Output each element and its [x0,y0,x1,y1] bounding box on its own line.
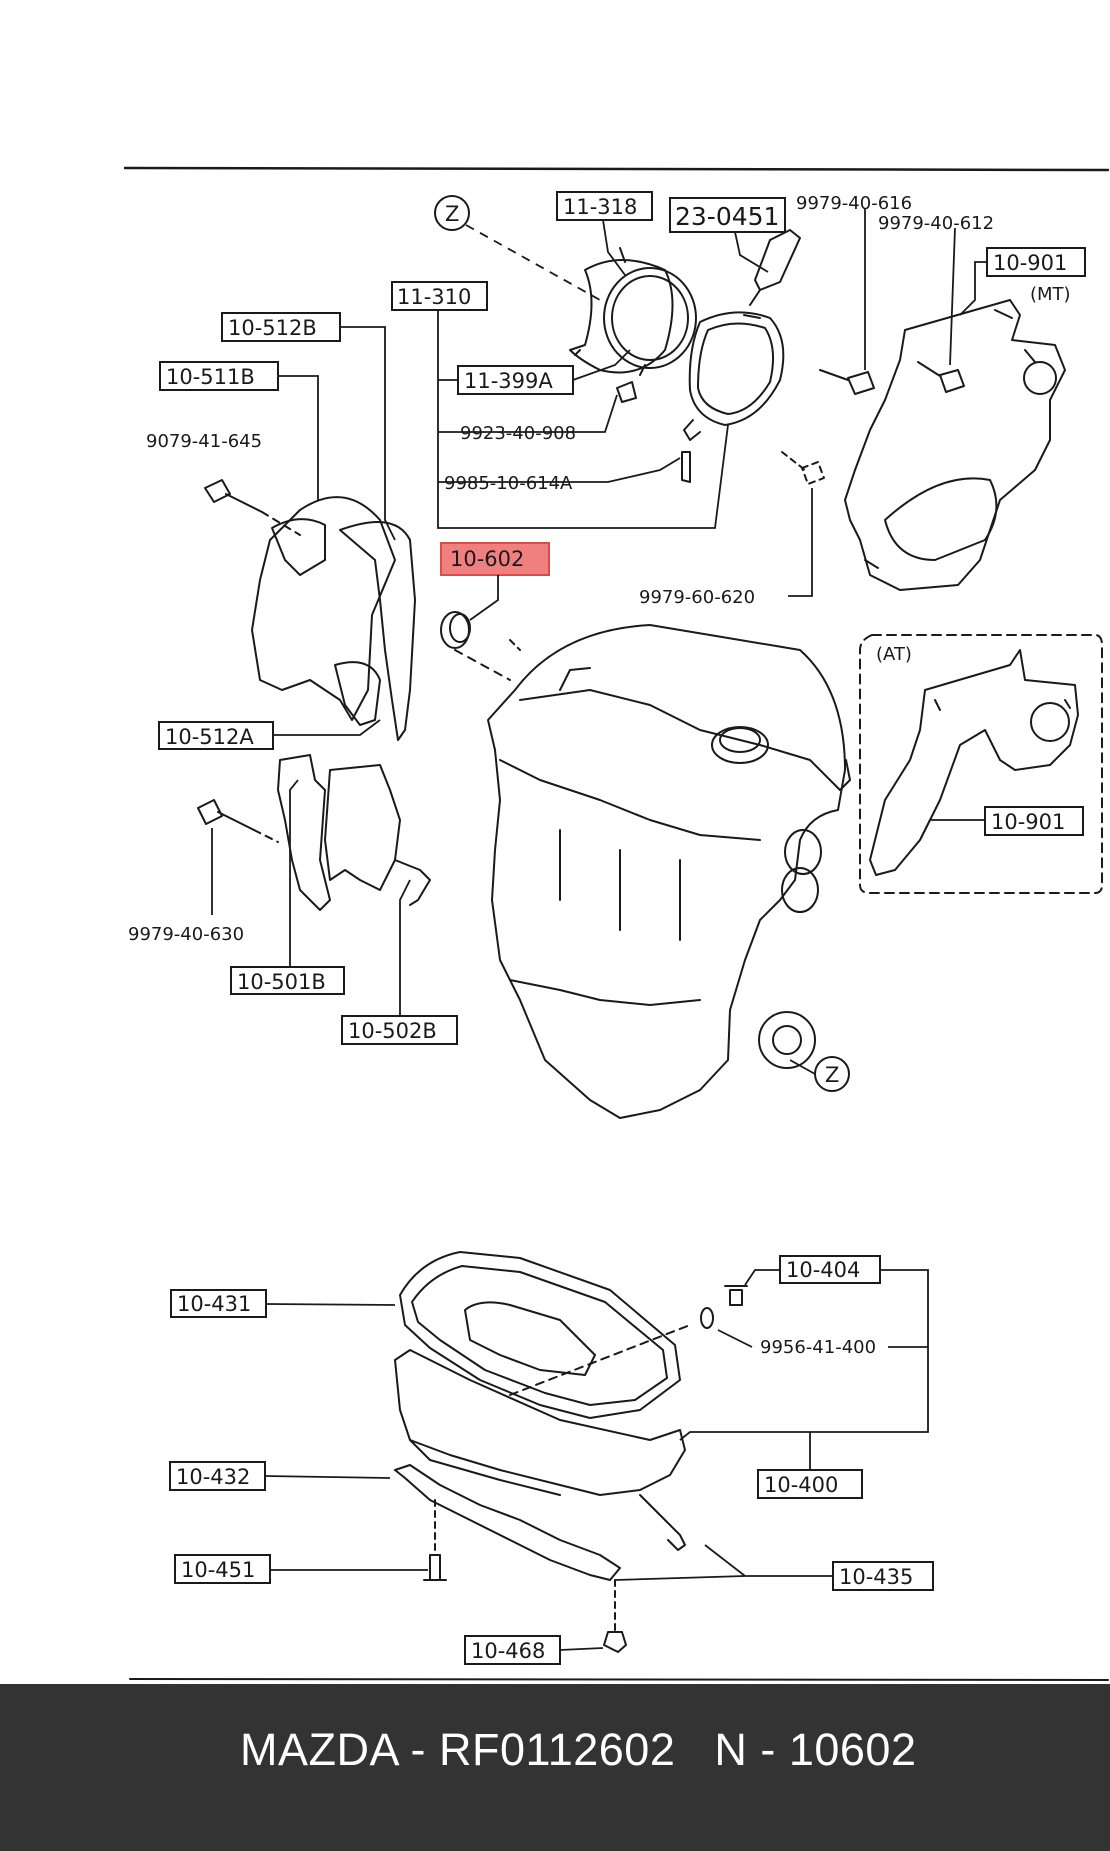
label-10-512a: 10-512A [165,725,254,749]
footer-bar: MAZDA - RF0112602 N - 10602 [0,1684,1110,1851]
label-z-top: Z [445,202,459,226]
leader-10-901-at [919,819,985,841]
label-z-bottom: Z [825,1063,839,1087]
label-10-432: 10-432 [176,1465,250,1489]
part-number-caption: MAZDA - RF0112602 N - 10602 [240,1724,917,1775]
leader-9923-40-908 [438,394,618,433]
label-9979-60-620: 9979-60-620 [639,587,755,608]
leader-10-404 [744,1269,780,1286]
parts-diagram: 11-318 23-0451 9979-40-616 9979-40-612 1… [123,166,1110,1681]
z-callout-top [434,195,470,231]
label-9979-40-612: 9979-40-612 [878,213,994,234]
leader-10-400 [679,1269,929,1441]
leader-10-901-mt [959,261,987,316]
leader-10-432 [264,1475,391,1479]
leader-9985-10-614a [438,457,681,483]
label-9985-10-614a: 9985-10-614A [444,473,573,494]
leader-10-501b [289,779,299,967]
label-10-435: 10-435 [839,1565,913,1589]
label-11-318: 11-318 [563,195,637,219]
label-10-501b: 10-501B [237,970,326,994]
leader-23-0451 [734,231,769,273]
label-mt: (MT) [1030,284,1071,305]
label-11-399a: 11-399A [464,369,553,393]
highlight-10-602 [440,542,550,576]
label-9979-40-616: 9979-40-616 [796,193,912,214]
leader-11-399a [438,349,631,381]
leader-10-511b [278,375,319,500]
label-10-431: 10-431 [177,1292,251,1316]
leader-11-310 [437,310,729,529]
label-10-511b: 10-511B [166,365,255,389]
leader-10-602 [469,575,499,621]
label-10-901-mt: 10-901 [993,251,1067,275]
label-9923-40-908: 9923-40-908 [460,423,576,444]
label-10-901-at: 10-901 [991,810,1065,834]
label-10-602: 10-602 [450,547,524,571]
label-10-404: 10-404 [786,1258,860,1282]
label-10-400: 10-400 [764,1473,838,1497]
label-9956-41-400: 9956-41-400 [760,1337,876,1358]
leader-11-318 [602,219,626,276]
label-10-512b: 10-512B [228,316,317,340]
leader-9979-40-612 [949,227,956,366]
leader-z-bottom [789,1059,816,1075]
leader-10-435 [614,1544,833,1581]
leader-9979-60-620 [788,488,813,597]
leader-10-431 [265,1303,396,1306]
label-11-310: 11-310 [397,285,471,309]
label-9979-40-630: 9979-40-630 [128,924,244,945]
leader-10-502b [399,879,411,1016]
label-10-502b: 10-502B [348,1019,437,1043]
label-10-451: 10-451 [181,1558,255,1582]
leader-10-512a [273,719,381,736]
leader-10-512b [340,326,396,541]
leader-9956-41-400 [717,1329,928,1348]
leader-10-468 [559,1647,604,1651]
label-23-0451: 23-0451 [675,202,779,231]
label-9079-41-645: 9079-41-645 [146,431,262,452]
label-at: (AT) [876,644,912,665]
label-10-468: 10-468 [471,1639,545,1663]
